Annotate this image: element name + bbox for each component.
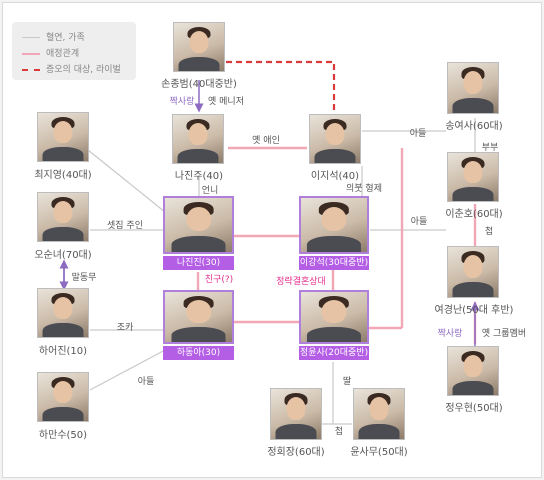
photo-oh-sunnyeo (37, 192, 89, 242)
rel-daughter: 딸 (342, 377, 352, 387)
photo-lee-kangseok (299, 196, 369, 254)
photo-lee-jiseok (309, 114, 361, 164)
rel-son-3: 아들 (137, 377, 155, 387)
label-ha-dongwook: 하동아(30) (163, 346, 234, 360)
photo-ha-mansu (37, 372, 89, 422)
legend-rival-line (22, 68, 40, 71)
name-ha-eojin: 하어진(10) (38, 346, 88, 357)
rel-older-sister: 언니 (201, 186, 219, 196)
rel-crush-1: 짝사랑 (169, 97, 195, 107)
legend-romance: 애정관계 (22, 46, 79, 59)
name-jung-woohyun: 정우현(50대) (445, 403, 503, 414)
photo-ha-dongwook (163, 290, 234, 344)
photo-ha-eojin (37, 288, 89, 338)
name-song-yeosa: 송여사(60대) (445, 121, 503, 132)
photo-lee-chunho (447, 152, 499, 202)
photo-song-yeosa (447, 62, 499, 114)
rel-crush-2: 짝사랑 (437, 329, 463, 339)
legend-romance-line (22, 52, 40, 55)
label-na-jinjin: 나진진(30) (163, 256, 234, 270)
photo-yoon-samu (353, 388, 405, 440)
legend-romance-label: 애정관계 (46, 49, 80, 59)
label-lee-kangseok: 이강석(30대중반) (299, 256, 369, 270)
line-choi-jinjin (87, 149, 166, 213)
rel-arranged-marriage: 정략결혼상대 (276, 277, 326, 287)
name-lee-chunho: 이춘호(60대) (445, 209, 503, 220)
rel-couple: 부부 (481, 143, 499, 153)
rel-son-1: 아들 (409, 129, 427, 139)
photo-na-jinjin (163, 196, 234, 254)
legend-rival-label: 증오의 대상, 라이벌 (46, 65, 121, 75)
photo-choi-jiyoung (37, 112, 89, 162)
name-oh-sunnyeo: 오순녀(70대) (34, 250, 92, 261)
rel-son-2: 아들 (410, 217, 428, 227)
name-jung-hoejang: 정회장(60대) (267, 447, 325, 458)
legend-rival: 증오의 대상, 라이벌 (22, 62, 121, 75)
photo-son-jongbeom (173, 22, 225, 72)
line-mansu-dongwook (89, 349, 166, 391)
photo-na-jinju (172, 114, 224, 164)
legend-family-line (22, 37, 40, 38)
legend: 혈연, 가족 애정관계 증오의 대상, 라이벌 (12, 22, 136, 80)
name-na-jinju: 나진주(40) (174, 171, 224, 182)
name-lee-jiseok: 이지석(40) (310, 171, 360, 182)
label-jung-yunsa: 정윤사(20대중반) (299, 346, 369, 360)
rel-concubine-2: 첩 (334, 427, 344, 437)
rel-nephew: 조카 (116, 323, 134, 333)
name-ha-mansu: 하만수(50) (38, 430, 88, 441)
photo-yeo-gyeongnan (447, 246, 499, 298)
name-son-jongbeom: 손종범(40대중반) (161, 79, 237, 90)
name-yoon-samu: 윤사무(50대) (350, 447, 408, 458)
name-yeo-gyeongnan: 여경난(50대 후반) (434, 305, 514, 316)
photo-jung-woohyun (447, 346, 499, 396)
rel-concubine-1: 첩 (484, 227, 494, 237)
photo-jung-hoejang (270, 388, 322, 440)
rel-half-brother: 의붓 형제 (346, 184, 382, 194)
rel-landlady: 셋집 주인 (107, 221, 143, 231)
rel-old-group-member: 옛 그룹멤버 (481, 329, 527, 339)
line-jongbeom-jiseok-rival (226, 60, 336, 116)
photo-jung-yunsa (299, 290, 369, 344)
legend-family: 혈연, 가족 (22, 30, 85, 43)
rel-ex-lover: 옛 애인 (252, 136, 280, 146)
legend-family-label: 혈연, 가족 (46, 33, 85, 43)
rel-old-manager: 옛 메니저 (208, 97, 244, 107)
rel-speech-friend: 말동무 (71, 273, 97, 283)
rel-friend: 친구(?) (204, 275, 234, 285)
name-choi-jiyoung: 최지영(40대) (34, 170, 92, 181)
